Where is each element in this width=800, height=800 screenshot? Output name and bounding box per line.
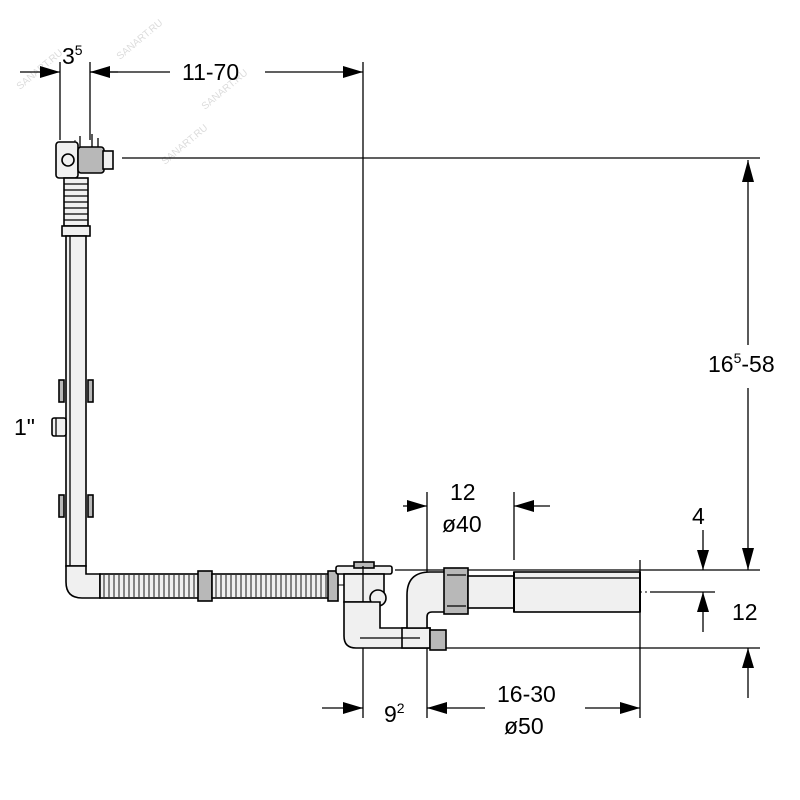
pipe-offset-label: 4	[692, 503, 705, 529]
svg-text:SANART.RU: SANART.RU	[160, 123, 210, 168]
overflow-vertical-pipe	[51, 235, 94, 567]
dimension-pipe-offset: 4	[692, 503, 709, 570]
outlet-diameter-label: ø40	[442, 511, 482, 537]
overflow-corrugated-section	[61, 177, 91, 237]
outlet-length-label: 12	[450, 479, 476, 505]
drain-outlet-elbow	[406, 567, 469, 629]
outline-accents	[513, 572, 641, 612]
overflow-offset-label: 35	[62, 42, 83, 69]
dimension-drain-length: 16-30 ø50	[440, 681, 640, 739]
lower-elbow	[65, 565, 101, 599]
overflow-reach-label: 11-70	[182, 59, 239, 85]
drain-pipe	[467, 571, 641, 613]
watermark: SANART.RU SANART.RU SANART.RU SANART.RU	[15, 18, 250, 168]
dimension-height-range: 165-58	[708, 160, 775, 570]
dimension-overflow-thread: 1"	[14, 414, 35, 440]
hose-ribs	[103, 575, 327, 597]
dimension-outlet: 12 ø40	[403, 479, 550, 537]
overflow-head	[55, 134, 114, 179]
drain-body	[335, 561, 447, 651]
dimension-pipe-height: 12	[697, 592, 758, 698]
horizontal-corrugated-hose	[99, 570, 339, 602]
svg-text:SANART.RU: SANART.RU	[115, 18, 165, 63]
pipe-height-label: 12	[732, 599, 758, 625]
dimension-drain-offset: 92	[322, 700, 447, 727]
drain-offset-label: 92	[384, 700, 405, 727]
overflow-thread-label: 1"	[14, 414, 35, 440]
centerlines	[74, 140, 660, 593]
drain-diameter-label: ø50	[504, 713, 544, 739]
drain-length-label: 16-30	[497, 681, 556, 707]
dimension-overflow-reach: 11-70	[90, 59, 363, 85]
height-range-label: 165-58	[708, 350, 775, 377]
